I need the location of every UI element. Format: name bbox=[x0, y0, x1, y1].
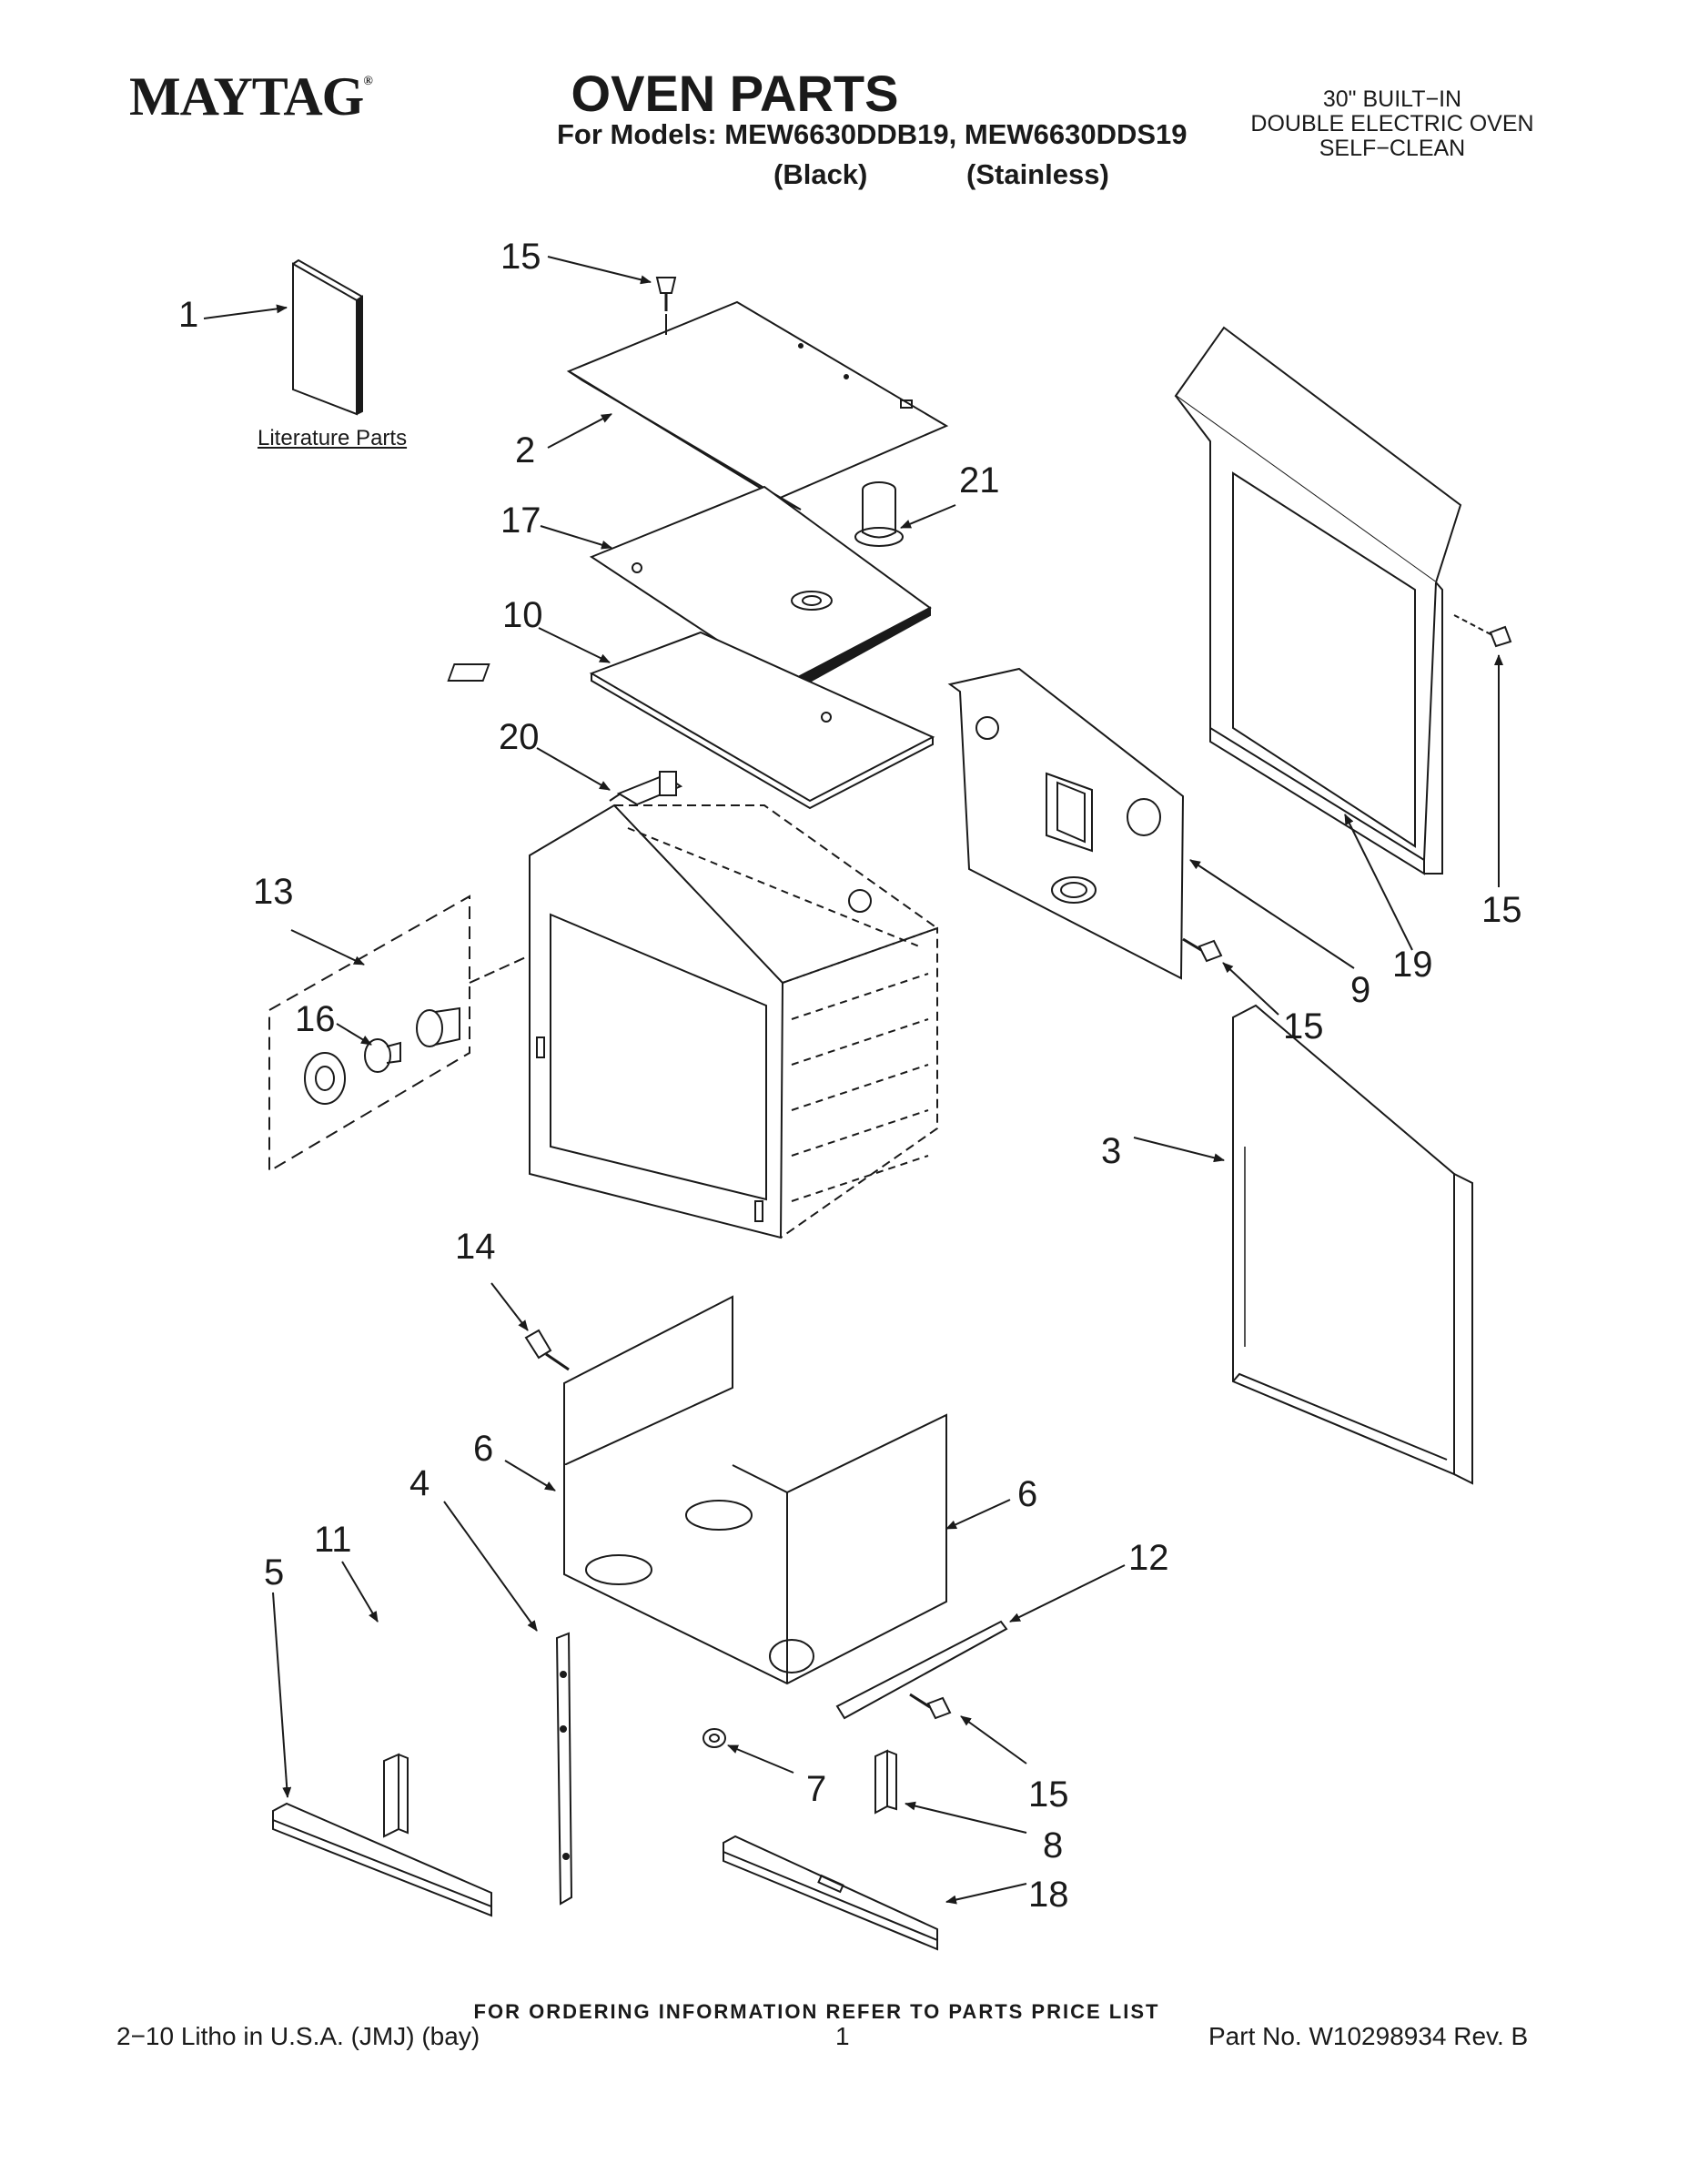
insulation-pad-part bbox=[447, 631, 935, 810]
oven-cavity-assembly bbox=[529, 804, 940, 1239]
screw-part bbox=[909, 1693, 952, 1720]
callout-16: 16 bbox=[295, 999, 336, 1039]
variant-stainless: (Stainless) bbox=[966, 158, 1109, 190]
screw-part bbox=[655, 277, 677, 311]
hinge-receiver-part bbox=[874, 1749, 897, 1815]
callout-6: 6 bbox=[1017, 1474, 1038, 1514]
callout-7: 7 bbox=[806, 1769, 827, 1809]
outer-wrapper-part bbox=[1174, 326, 1462, 875]
screw-part bbox=[524, 1329, 570, 1371]
callout-15: 15 bbox=[500, 237, 541, 277]
brand-logo: MAYTAG® bbox=[129, 66, 373, 126]
vent-tube-part bbox=[854, 481, 904, 547]
side-rail-part bbox=[835, 1620, 1008, 1720]
models-line: For Models: MEW6630DDB19, MEW6630DDS19 bbox=[557, 118, 1188, 150]
callout-9: 9 bbox=[1350, 970, 1371, 1010]
vertical-rail-part bbox=[555, 1632, 573, 1906]
callout-19: 19 bbox=[1392, 945, 1433, 985]
screw-part bbox=[1182, 937, 1223, 963]
callout-2: 2 bbox=[515, 430, 536, 470]
callout-11: 11 bbox=[314, 1520, 352, 1560]
callout-15: 15 bbox=[1283, 1006, 1324, 1046]
literature-booklet-part bbox=[292, 258, 363, 416]
litho-info: 2−10 Litho in U.S.A. (JMJ) (bay) bbox=[116, 2022, 480, 2050]
callout-14: 14 bbox=[455, 1227, 496, 1267]
light-assembly-group bbox=[268, 895, 531, 1173]
product-description-line: 30" BUILT−IN bbox=[1322, 86, 1462, 112]
callout-4: 4 bbox=[409, 1463, 430, 1503]
callout-13: 13 bbox=[253, 872, 294, 912]
callout-5: 5 bbox=[264, 1552, 285, 1592]
grommet-part bbox=[702, 1728, 726, 1748]
callout-15: 15 bbox=[1481, 890, 1522, 930]
page-title: OVEN PARTS bbox=[571, 65, 899, 122]
bracket-part bbox=[383, 1753, 409, 1838]
side-panel-part bbox=[1232, 1004, 1473, 1485]
top-cover-plate-part bbox=[589, 485, 932, 693]
callout-3: 3 bbox=[1101, 1131, 1122, 1171]
callout-leaders bbox=[203, 256, 1503, 1905]
callout-15: 15 bbox=[1028, 1774, 1069, 1815]
variant-black: (Black) bbox=[773, 158, 868, 190]
page-number: 1 bbox=[835, 2022, 850, 2050]
callout-6: 6 bbox=[473, 1429, 494, 1469]
bottom-rail-part bbox=[723, 1835, 938, 1951]
rear-panel-part bbox=[947, 667, 1185, 980]
callout-17: 17 bbox=[500, 500, 541, 541]
callout-10: 10 bbox=[502, 595, 543, 635]
literature-parts-label: Literature Parts bbox=[258, 426, 408, 450]
door-switch-part bbox=[609, 771, 683, 806]
callout-8: 8 bbox=[1043, 1825, 1064, 1866]
screw-part bbox=[1453, 614, 1512, 648]
front-trim-strip-part bbox=[272, 1802, 492, 1917]
product-description-line: SELF−CLEAN bbox=[1319, 136, 1466, 161]
callout-18: 18 bbox=[1028, 1875, 1069, 1915]
callout-1: 1 bbox=[178, 295, 199, 335]
base-pan-part bbox=[563, 1295, 947, 1685]
product-description-line: DOUBLE ELECTRIC OVEN bbox=[1250, 111, 1534, 136]
ordering-note: FOR ORDERING INFORMATION REFER TO PARTS … bbox=[473, 2000, 1160, 2023]
callout-21: 21 bbox=[959, 460, 1000, 500]
callout-20: 20 bbox=[499, 717, 540, 757]
top-panel-part bbox=[566, 300, 949, 511]
callout-12: 12 bbox=[1128, 1538, 1169, 1578]
part-number: Part No. W10298934 Rev. B bbox=[1208, 2022, 1529, 2050]
